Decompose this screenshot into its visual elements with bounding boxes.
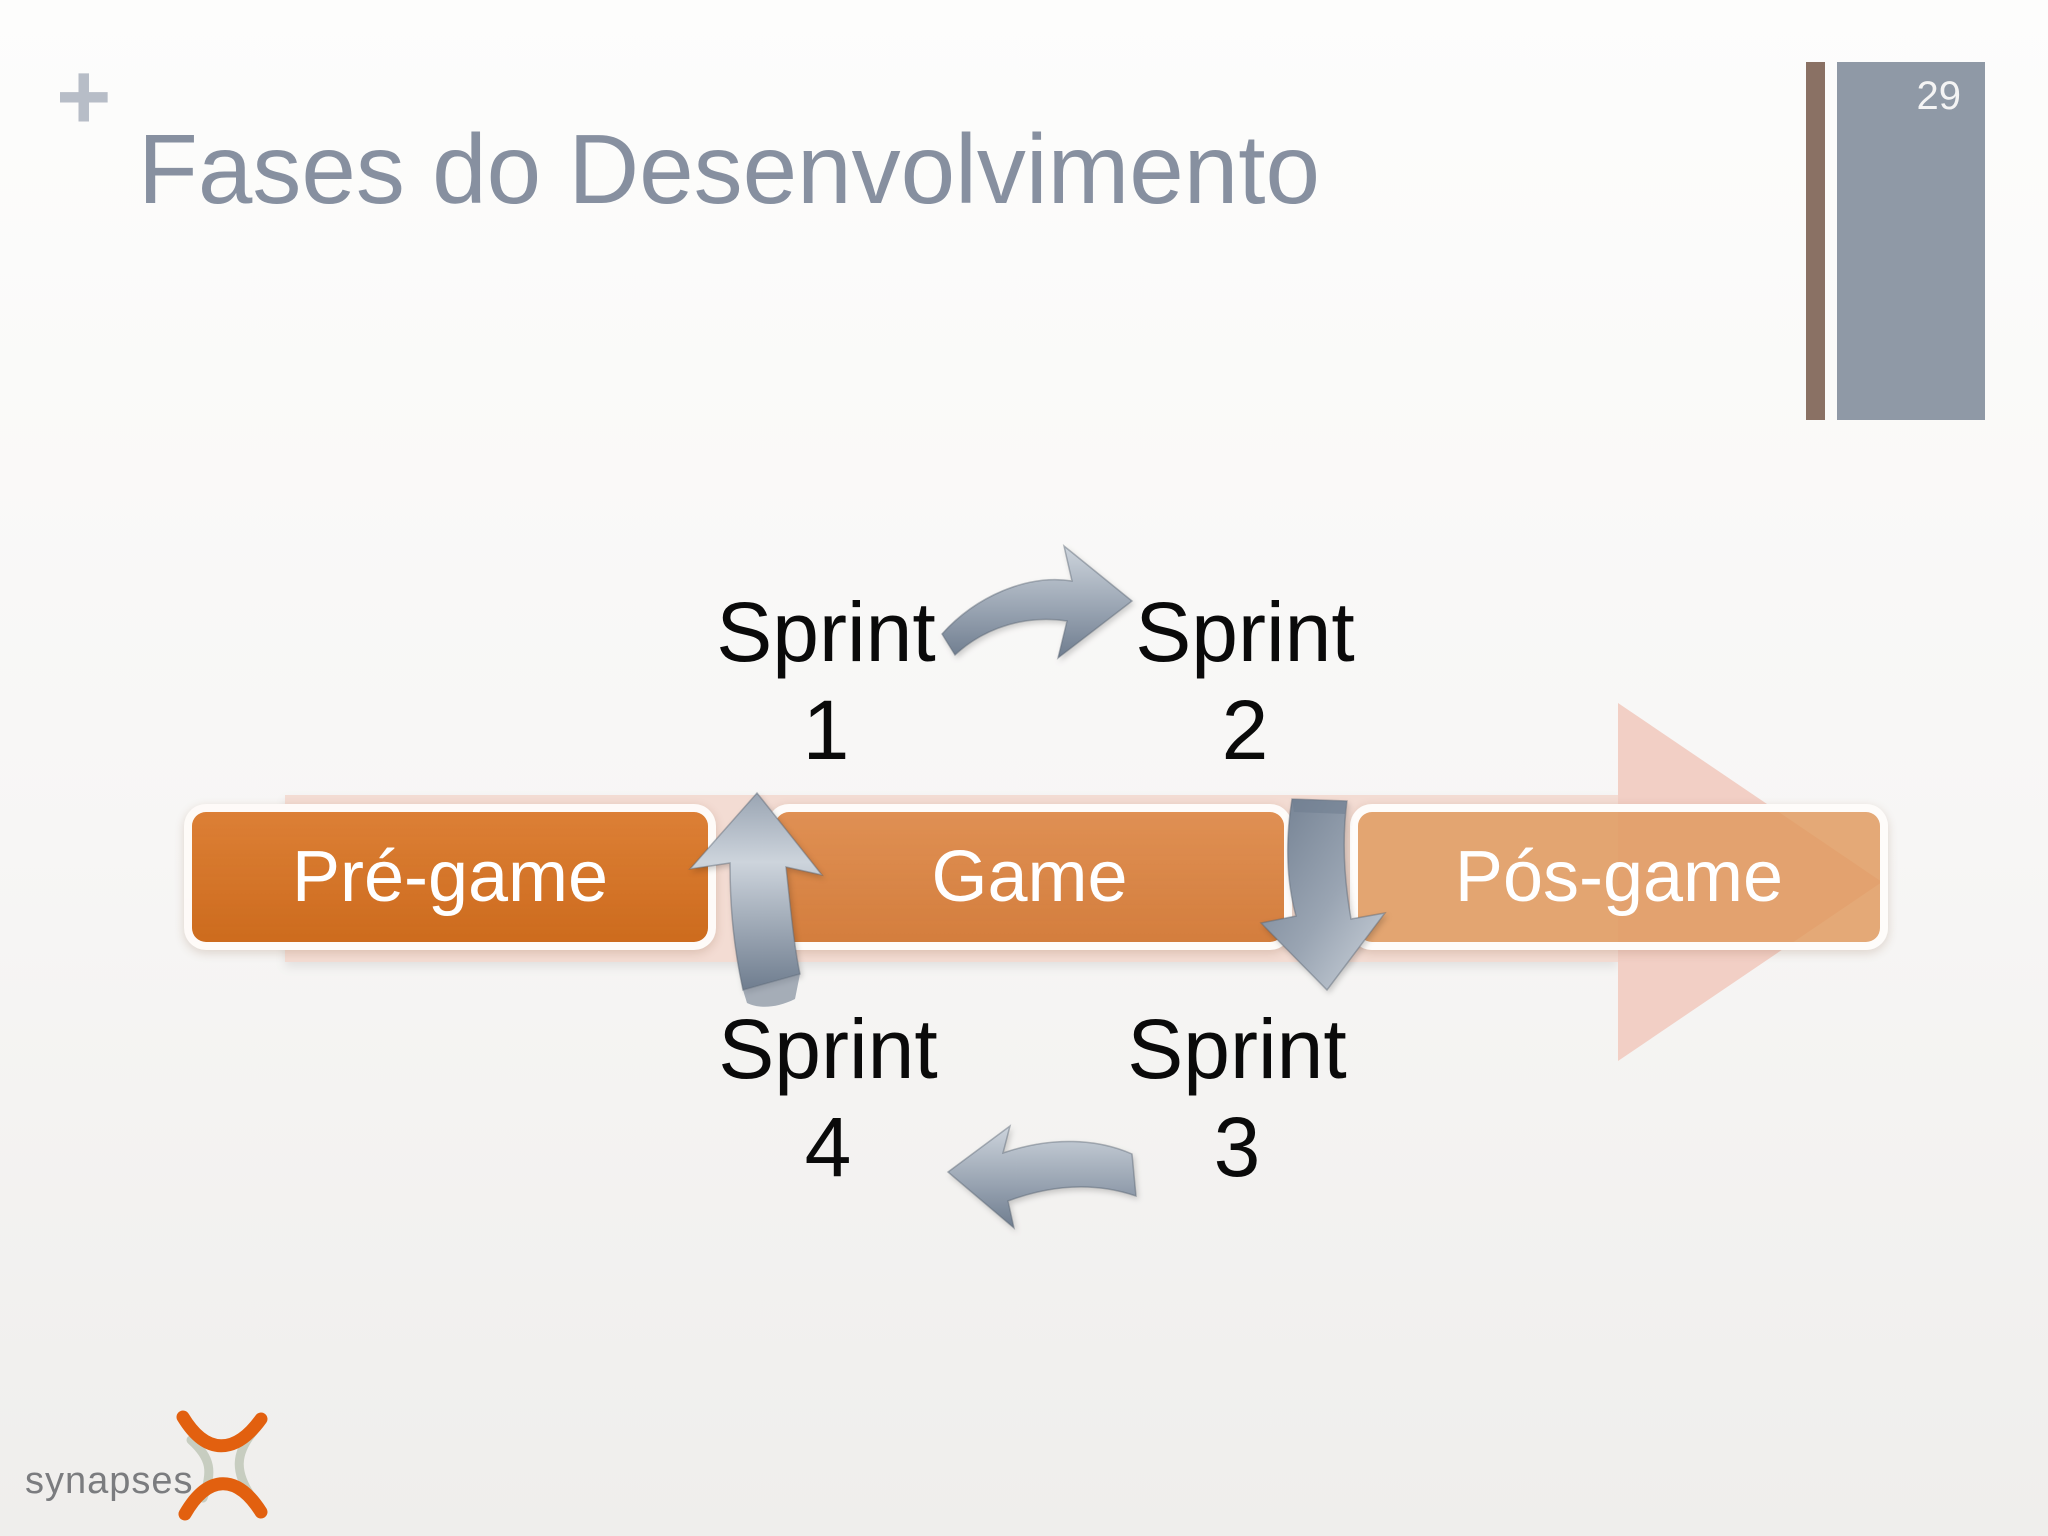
sprint-1-number: 1: [802, 683, 850, 777]
phase-box-pre-game: Pré-game: [184, 804, 716, 950]
phase-label-pre-game: Pré-game: [291, 837, 609, 917]
sprint-3-name: Sprint: [1127, 1002, 1347, 1096]
brand-name: synapses: [25, 1460, 194, 1502]
sprint-1-name: Sprint: [716, 585, 936, 679]
phase-label-game: Game: [931, 837, 1128, 917]
slide-title: Fases do Desenvolvimento: [138, 114, 1321, 224]
sprint-2-number: 2: [1221, 683, 1269, 777]
accent-bar-gray: [1837, 62, 1985, 420]
phase-box-game: Game: [767, 804, 1292, 950]
sprint-label-4: Sprint 4: [668, 1000, 988, 1196]
sprint-4-name: Sprint: [718, 1002, 938, 1096]
curved-arrow-down-fold: [1292, 799, 1347, 814]
accent-bar-brown: [1806, 62, 1825, 420]
plus-icon: +: [56, 44, 112, 150]
phase-box-pos-game: Pós-game: [1350, 804, 1888, 950]
sprint-label-3: Sprint 3: [1077, 1000, 1397, 1196]
page-number: 29: [1916, 74, 1962, 118]
sprint-3-number: 3: [1213, 1100, 1261, 1194]
sprint-4-number: 4: [804, 1100, 852, 1194]
phase-label-pos-game: Pós-game: [1454, 837, 1784, 917]
synapses-x-icon: [176, 1410, 268, 1521]
sprint-label-2: Sprint 2: [1085, 583, 1405, 779]
sprint-2-name: Sprint: [1135, 585, 1355, 679]
sprint-label-1: Sprint 1: [666, 583, 986, 779]
